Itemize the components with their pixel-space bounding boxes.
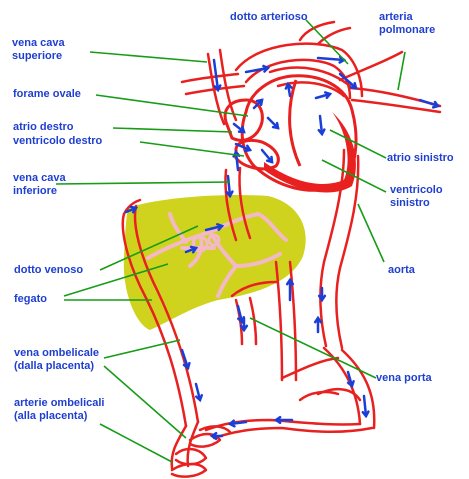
label-aorta: aorta [388,264,415,277]
flow-arrow [262,150,272,162]
leader-arteria-polmonare [398,52,405,90]
label-vena-porta: vena porta [376,372,432,385]
label-arterie-ombelicali: arterie ombelicali (alla placenta) [14,397,105,423]
flow-arrow [227,176,233,196]
label-atrio-destro: atrio destro [13,121,74,134]
label-vena-cava-inferiore: vena cava inferiore [13,172,66,198]
leader-dotto-arterioso [306,20,348,64]
label-forame-ovale: forame ovale [13,88,81,101]
flow-arrow [212,433,222,439]
flow-arrow [348,372,354,386]
flow-arrow [319,116,325,134]
label-vena-ombelicale: vena ombelicale (dalla placenta) [14,347,99,373]
leader-vena-cava-superiore [90,52,207,62]
label-fegato: fegato [14,293,47,306]
label-dotto-arterioso: dotto arterioso [230,11,308,24]
leader-vena-porta [250,318,376,378]
flow-arrow [286,84,292,96]
flow-arrow [316,92,330,98]
flow-arrow [420,100,438,107]
leader-aorta-1 [358,204,384,262]
label-atrio-sinistro: atrio sinistro [387,152,454,165]
label-dotto-venoso: dotto venoso [14,264,83,277]
heart-septum [290,80,300,166]
leader-ventricolo-destro [140,142,244,156]
label-vena-cava-superiore: vena cava superiore [12,37,65,63]
leader-atrio-sinistro [330,130,386,158]
flow-arrow [246,66,268,72]
flow-arrow [268,118,278,128]
label-ventricolo-sinistro: ventricolo sinistro [390,184,443,210]
leader-forame-ovale [96,95,248,116]
label-ventricolo-destro: ventricolo destro [13,135,102,148]
flow-arrow [315,318,321,332]
leader-atrio-destro [113,128,232,132]
flow-arrow [363,396,369,416]
flow-arrow [196,384,202,400]
leader-vena-cava-inferiore [56,182,230,184]
leader-vena-ombelicale-2 [104,366,186,438]
label-arteria-polmonare: arteria polmonare [379,11,435,37]
leader-arterie-ombelicali [100,424,172,462]
